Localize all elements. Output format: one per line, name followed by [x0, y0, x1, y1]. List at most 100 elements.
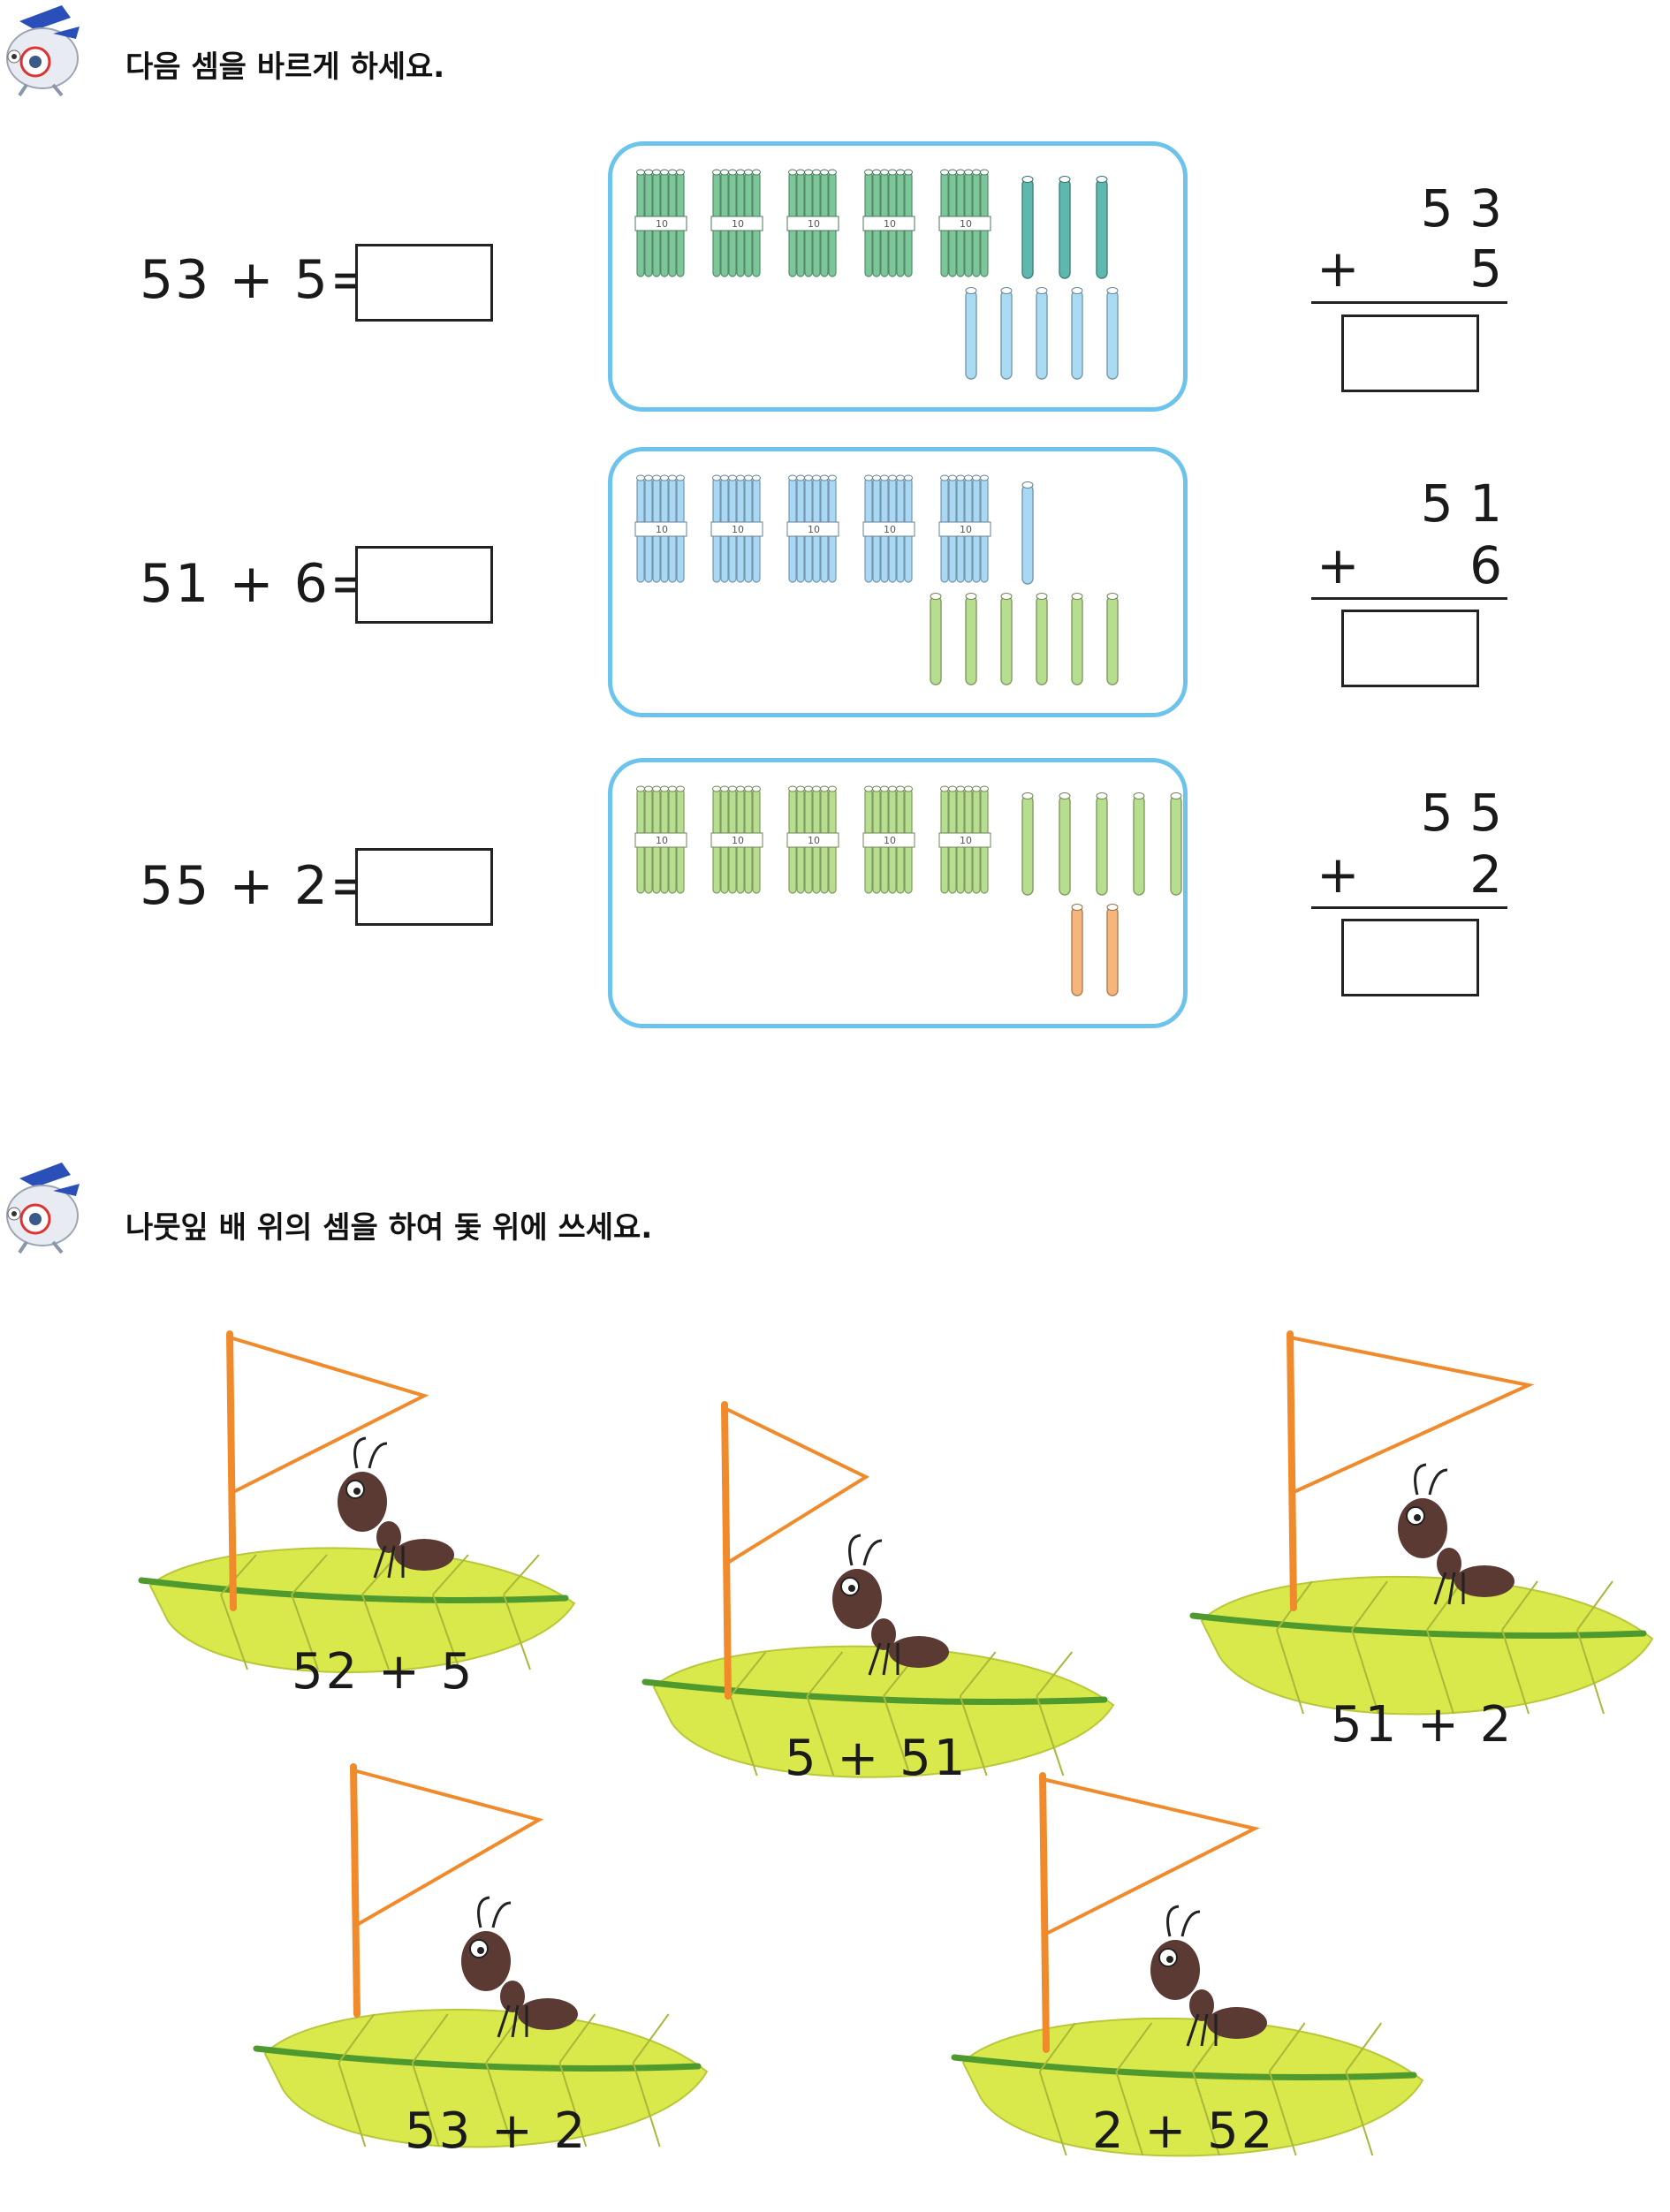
mast	[350, 1763, 361, 2018]
leaf-shape	[652, 1645, 1115, 1778]
column-bottom-number: 2	[1469, 845, 1502, 905]
ten-bundle: 10	[862, 169, 915, 277]
single-stick	[1021, 484, 1034, 585]
bundle-label: 10	[960, 218, 972, 230]
leaf-vein	[1189, 1612, 1647, 1639]
leaf-expression: 5 + 51	[785, 1730, 968, 1787]
stick-illustration: 10 10 10 10 10	[634, 785, 1182, 996]
single-stick	[1021, 178, 1034, 279]
ten-bundle: 10	[634, 169, 687, 277]
bundle-label: 10	[960, 835, 972, 846]
single-stick	[1106, 595, 1119, 686]
equation-text: 55 + 2=	[140, 855, 376, 917]
plus-sign: +	[1317, 535, 1360, 595]
column-top-number: 5 5	[1420, 783, 1502, 843]
leaf-expression: 52 + 5	[292, 1643, 475, 1701]
ten-bundle: 10	[634, 785, 687, 894]
leaf-shape	[961, 2017, 1424, 2157]
equation-text: 51 + 6=	[140, 553, 376, 615]
single-stick	[1133, 795, 1145, 896]
ant-illustration	[832, 1534, 949, 1676]
single-stick	[965, 595, 977, 686]
single-stick	[930, 595, 942, 686]
leaf-vein	[138, 1577, 569, 1603]
leaf-boat	[951, 1772, 1424, 2157]
single-stick	[1021, 795, 1034, 896]
answer-box[interactable]	[1341, 610, 1479, 687]
stick-illustration: 10 10 10 10 10	[634, 474, 1119, 686]
mascot-icon	[0, 0, 88, 97]
bundle-label: 10	[884, 835, 896, 846]
single-stick	[1071, 290, 1083, 380]
column-rule	[1311, 301, 1507, 304]
bundle-label: 10	[656, 524, 668, 535]
ant-illustration	[461, 1896, 578, 2038]
bundle-label: 10	[808, 218, 820, 230]
bundle-label: 10	[808, 524, 820, 535]
single-stick	[1071, 595, 1083, 686]
answer-box[interactable]	[355, 546, 493, 624]
column-top-number: 5 3	[1420, 178, 1502, 239]
bundle-label: 10	[656, 218, 668, 230]
bundle-label: 10	[656, 835, 668, 846]
ten-bundle: 10	[938, 474, 991, 583]
column-rule	[1311, 906, 1507, 909]
single-stick	[1106, 290, 1119, 380]
column-bottom-number: 6	[1469, 535, 1502, 595]
single-stick	[1170, 795, 1182, 896]
single-stick	[1071, 906, 1083, 996]
leaf-vein	[951, 2054, 1417, 2080]
ten-bundle: 10	[862, 785, 915, 894]
mast	[1287, 1330, 1297, 1611]
single-stick	[1036, 595, 1048, 686]
sail-outline	[353, 1769, 544, 1928]
plus-sign: +	[1317, 239, 1360, 299]
single-stick	[965, 290, 977, 380]
ant-illustration	[1150, 1905, 1267, 2047]
bundle-label: 10	[808, 835, 820, 846]
sail-outline	[1042, 1777, 1260, 1936]
answer-box[interactable]	[355, 244, 493, 322]
leaf-boat	[253, 1763, 709, 2148]
answer-box[interactable]	[1341, 919, 1479, 996]
ten-bundle: 10	[634, 474, 687, 583]
single-stick	[1059, 178, 1071, 279]
sail-outline	[724, 1406, 870, 1565]
mascot-icon	[0, 1157, 88, 1254]
bundle-label: 10	[884, 524, 896, 535]
sail-outline	[1289, 1336, 1535, 1495]
ten-bundle: 10	[938, 785, 991, 894]
mast	[721, 1401, 732, 1700]
ant-illustration	[1398, 1463, 1514, 1605]
ant-illustration	[338, 1436, 454, 1579]
stick-panel: 10 10 10 10 10	[608, 447, 1188, 717]
instruction-text: 나뭇잎 배 위의 셈을 하여 돛 위에 쓰세요.	[125, 1210, 653, 1246]
leaf-boat	[641, 1401, 1115, 1778]
answer-box[interactable]	[1341, 314, 1479, 392]
leaf-expression: 53 + 2	[405, 2102, 588, 2160]
mast	[226, 1330, 237, 1611]
bundle-label: 10	[732, 524, 744, 535]
leaf-shape	[1200, 1576, 1654, 1716]
ten-bundle: 10	[710, 169, 763, 277]
ten-bundle: 10	[786, 474, 839, 583]
ten-bundle: 10	[938, 169, 991, 277]
leaf-shape	[263, 2009, 709, 2148]
bundle-label: 10	[960, 524, 972, 535]
ten-bundle: 10	[786, 169, 839, 277]
answer-box[interactable]	[355, 848, 493, 926]
single-stick	[1106, 906, 1119, 996]
bundle-label: 10	[732, 218, 744, 230]
single-stick	[1096, 795, 1108, 896]
single-stick	[1036, 290, 1048, 380]
equation-text: 53 + 5=	[140, 249, 376, 311]
column-rule	[1311, 597, 1507, 600]
instruction-text: 다음 셈을 바르게 하세요.	[125, 49, 445, 85]
single-stick	[1000, 595, 1013, 686]
ten-bundle: 10	[710, 785, 763, 894]
column-bottom-number: 5	[1469, 239, 1502, 299]
single-stick	[1000, 290, 1013, 380]
single-stick	[1096, 178, 1108, 279]
ten-bundle: 10	[710, 474, 763, 583]
stick-illustration: 10 10 10 10 10	[634, 169, 1119, 380]
